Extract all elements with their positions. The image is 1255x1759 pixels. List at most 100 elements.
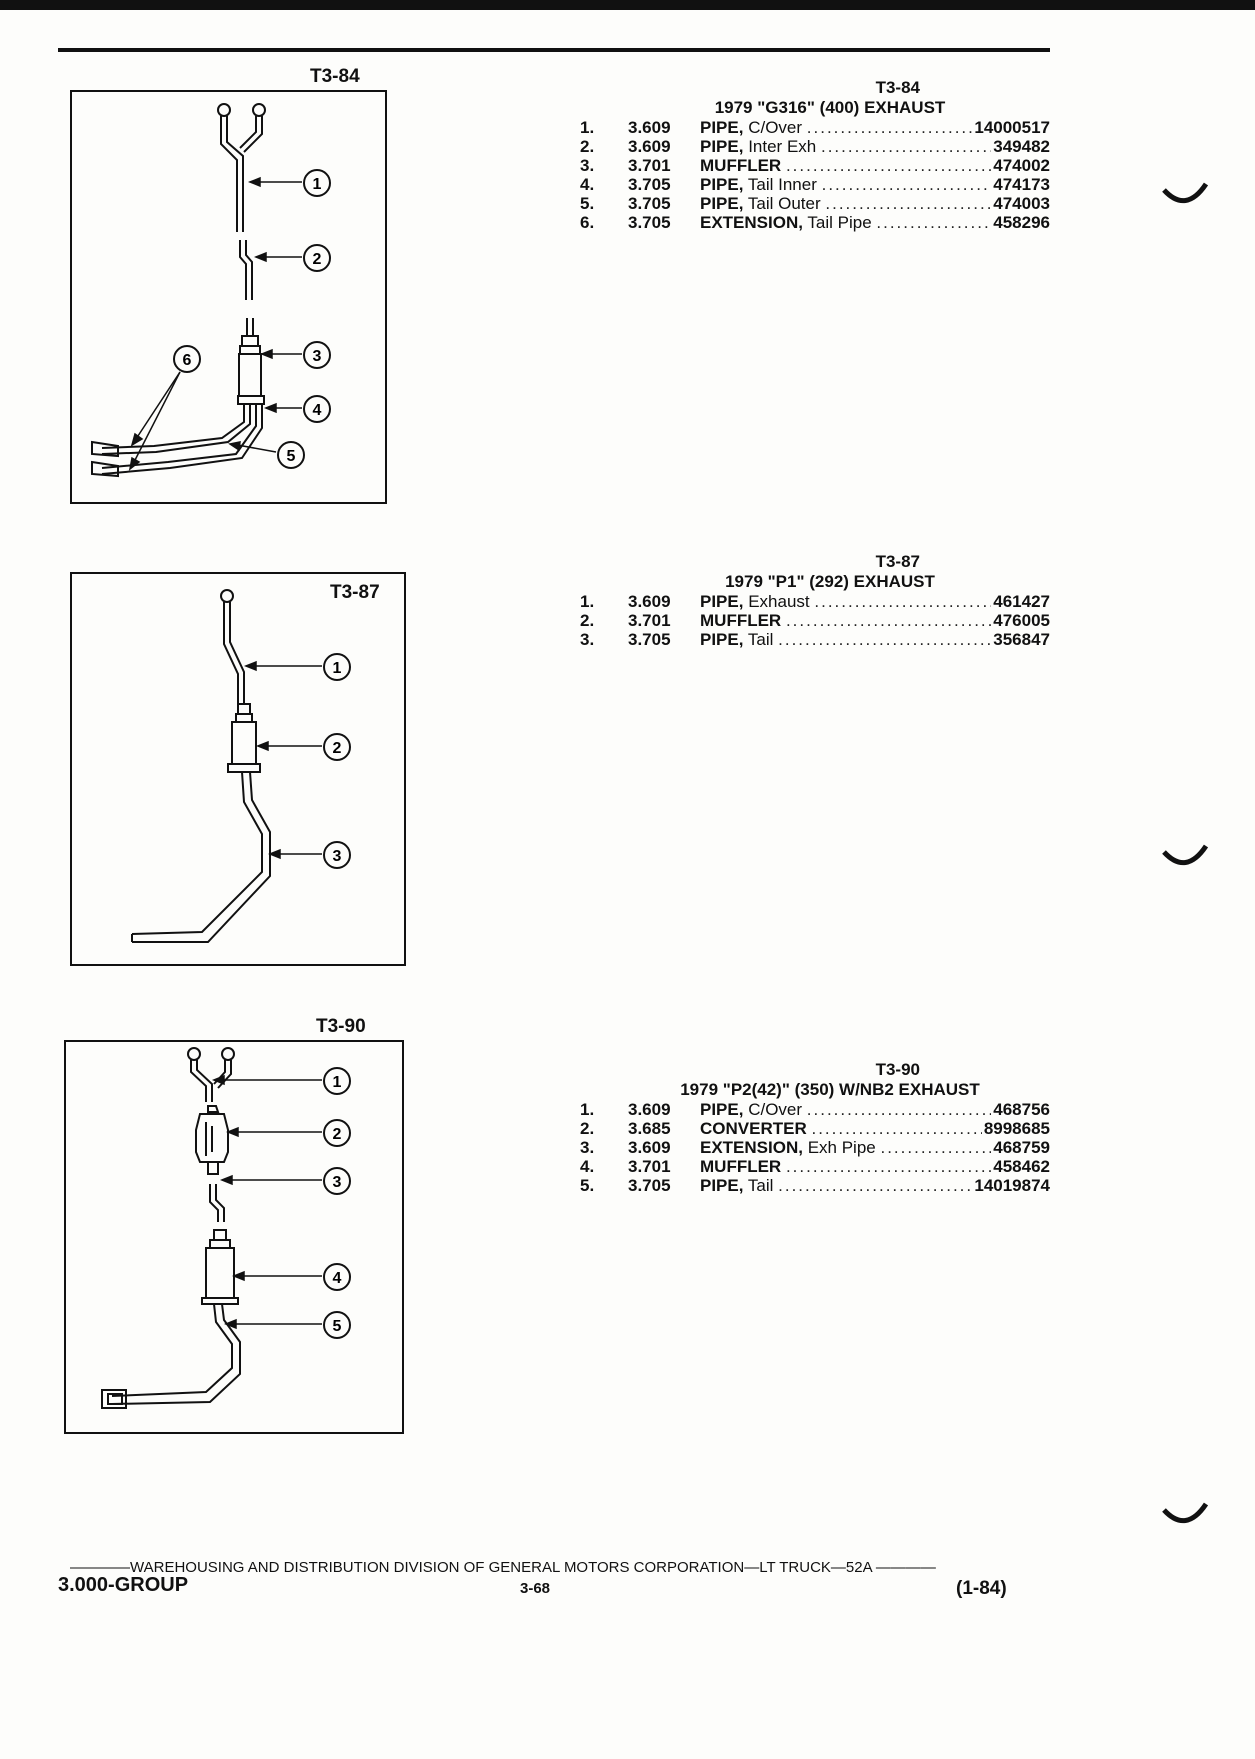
figure-t3-87: T3-87 1 2 3 (70, 572, 406, 966)
list-item: 1. 3.609 PIPE, Exhaust ...................… (580, 592, 1050, 611)
figure-label-t3-87: T3-87 (330, 582, 380, 603)
section-code: T3-84 (875, 78, 920, 97)
svg-text:4: 4 (313, 402, 322, 419)
part-number: 474002 (991, 156, 1050, 175)
list-item: 5. 3.705 PIPE, Tail Outer ................… (580, 194, 1050, 213)
svg-text:1: 1 (333, 660, 342, 677)
list-item: 4. 3.701 MUFFLER .........................… (580, 1157, 1050, 1176)
footer-group: 3.000-GROUP (58, 1574, 189, 1596)
svg-text:1: 1 (313, 176, 322, 193)
group-number: 3.609 (628, 137, 671, 156)
item-description: PIPE, Tail Inner .......................… (700, 175, 1040, 194)
item-number: 3. (580, 156, 595, 175)
footer-publisher-line: ————WAREHOUSING AND DISTRIBUTION DIVISIO… (70, 1559, 936, 1576)
group-number: 3.705 (628, 194, 671, 213)
top-edge-bar (0, 0, 1255, 10)
group-number: 3.705 (628, 630, 671, 649)
group-number: 3.701 (628, 156, 671, 175)
svg-text:2: 2 (333, 740, 342, 757)
item-description: PIPE, Inter Exh ........................… (700, 137, 1040, 156)
part-number: 474003 (991, 194, 1050, 213)
item-number: 2. (580, 137, 595, 156)
list-item: 4. 3.705 PIPE, Tail Inner ................… (580, 175, 1050, 194)
part-number: 468756 (991, 1100, 1050, 1119)
item-number: 2. (580, 1119, 595, 1138)
figure-label-t3-90: T3-90 (316, 1016, 366, 1037)
group-number: 3.705 (628, 1176, 671, 1195)
svg-text:3: 3 (333, 848, 342, 865)
item-number: 1. (580, 1100, 595, 1119)
footer-page-number: 3-68 (520, 1580, 551, 1597)
section-title: 1979 "G316" (400) EXHAUST (714, 98, 946, 117)
item-description: PIPE, Tail Outer .......................… (700, 194, 1040, 213)
group-number: 3.701 (628, 611, 671, 630)
group-number: 3.705 (628, 175, 671, 194)
t3-84-diagram (91, 103, 302, 478)
svg-text:3: 3 (333, 1174, 342, 1191)
item-number: 4. (580, 175, 595, 194)
figure-t3-90: 1 2 3 4 5 (64, 1040, 404, 1434)
section-title: 1979 "P2(42)" (350) W/NB2 EXHAUST (680, 1080, 980, 1099)
binder-mark-bottom (1162, 1502, 1209, 1523)
group-number: 3.609 (628, 1138, 671, 1157)
group-number: 3.685 (628, 1119, 671, 1138)
list-item: 1. 3.609 PIPE, C/Over ....................… (580, 1100, 1050, 1119)
section-title: 1979 "P1" (292) EXHAUST (725, 572, 935, 591)
item-description: EXTENSION, Tail Pipe ...................… (700, 213, 1040, 232)
item-number: 4. (580, 1157, 595, 1176)
list-item: 3. 3.705 PIPE, Tail ......................… (580, 630, 1050, 649)
t3-90-diagram (101, 1047, 322, 1409)
binder-mark-top (1162, 182, 1209, 203)
svg-text:5: 5 (287, 448, 296, 465)
svg-text:3: 3 (313, 348, 322, 365)
part-number: 458462 (991, 1157, 1050, 1176)
section-code: T3-90 (875, 1060, 920, 1079)
part-number: 356847 (991, 630, 1050, 649)
item-number: 3. (580, 1138, 595, 1157)
t3-87-diagram (131, 589, 322, 943)
item-number: 6. (580, 213, 595, 232)
item-number: 1. (580, 592, 595, 611)
part-number: 476005 (991, 611, 1050, 630)
list-item: 3. 3.701 MUFFLER .........................… (580, 156, 1050, 175)
item-description: PIPE, Tail .............................… (700, 630, 1040, 649)
group-number: 3.609 (628, 118, 671, 137)
part-number: 14019874 (972, 1176, 1050, 1195)
group-number: 3.609 (628, 1100, 671, 1119)
item-description: EXTENSION, Exh Pipe ....................… (700, 1138, 1040, 1157)
item-number: 1. (580, 118, 595, 137)
svg-text:5: 5 (333, 1318, 342, 1335)
item-number: 3. (580, 630, 595, 649)
figure-t3-84: 1 2 3 4 5 6 (70, 90, 387, 504)
group-number: 3.609 (628, 592, 671, 611)
header-rule (58, 48, 1050, 52)
section-code: T3-87 (875, 552, 920, 571)
list-item: 2. 3.609 PIPE, Inter Exh .................… (580, 137, 1050, 156)
item-description: MUFFLER ................................… (700, 1157, 1040, 1176)
group-number: 3.705 (628, 213, 671, 232)
svg-text:2: 2 (333, 1126, 342, 1143)
item-description: PIPE, C/Over ...........................… (700, 1100, 1040, 1119)
group-number: 3.701 (628, 1157, 671, 1176)
part-number: 349482 (991, 137, 1050, 156)
binder-mark-middle (1162, 844, 1209, 865)
list-item: 6. 3.705 EXTENSION, Tail Pipe ............… (580, 213, 1050, 232)
footer-date: (1-84) (956, 1578, 1007, 1599)
part-number: 461427 (991, 592, 1050, 611)
item-description: MUFFLER ................................… (700, 156, 1040, 175)
parts-list-t3-90: T3-90 1979 "P2(42)" (350) W/NB2 EXHAUST … (580, 1060, 1050, 1195)
part-number: 14000517 (972, 118, 1050, 137)
item-number: 5. (580, 194, 595, 213)
figure-label-t3-84: T3-84 (310, 66, 360, 87)
list-item: 3. 3.609 EXTENSION, Exh Pipe .............… (580, 1138, 1050, 1157)
part-number: 8998685 (981, 1119, 1050, 1138)
item-description: PIPE, Exhaust ..........................… (700, 592, 1040, 611)
svg-text:4: 4 (333, 1270, 342, 1287)
part-number: 474173 (991, 175, 1050, 194)
